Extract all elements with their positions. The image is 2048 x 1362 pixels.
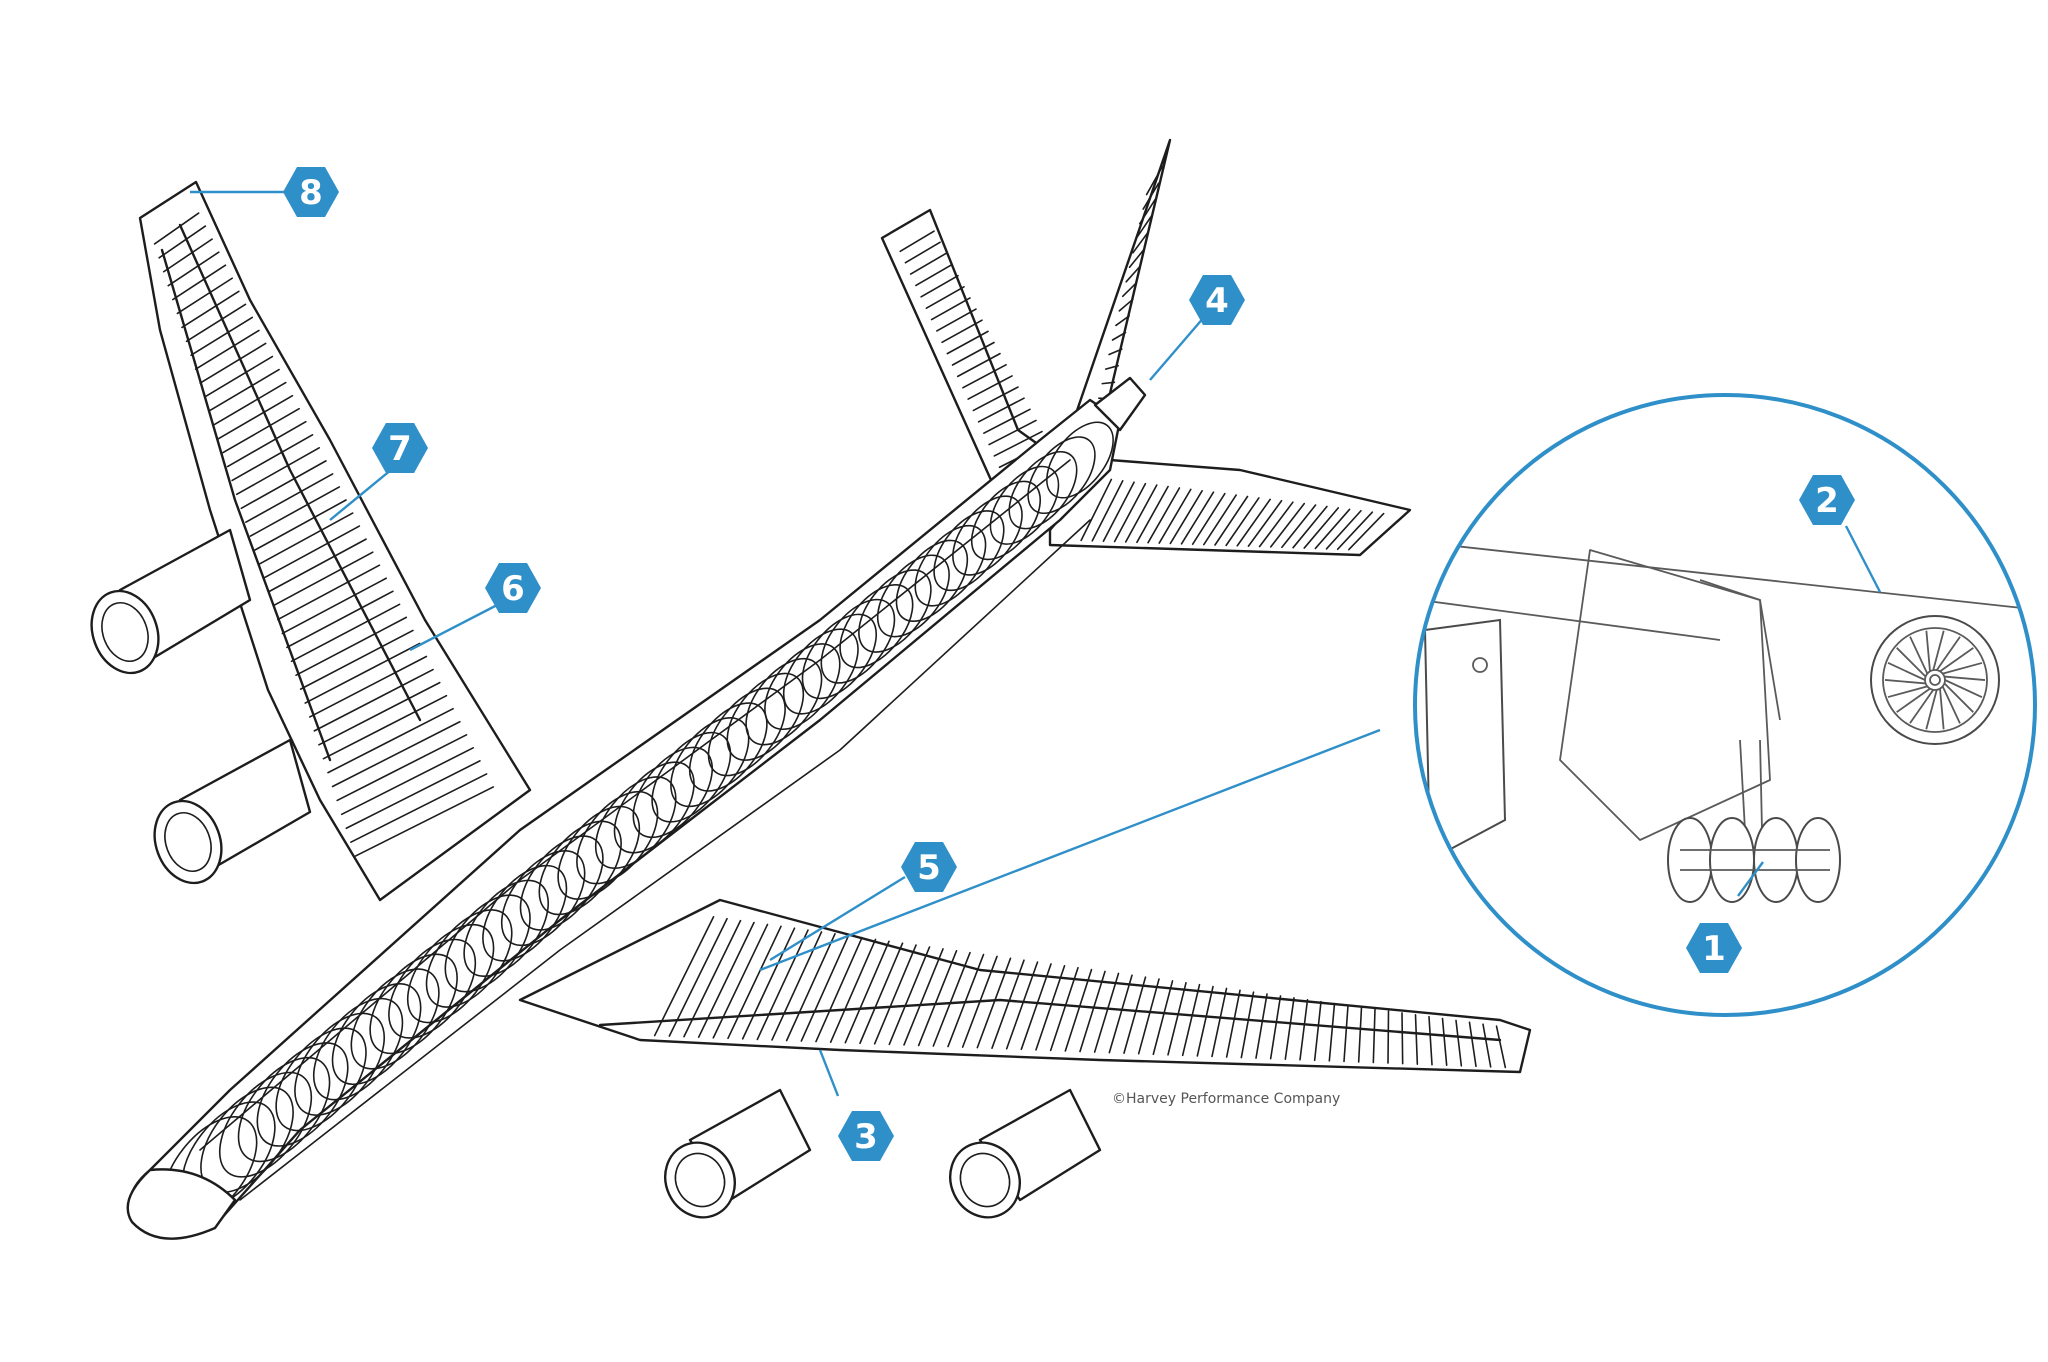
- callout-badge-4: 4: [1189, 275, 1245, 325]
- callout-badge-6: 6: [485, 563, 541, 613]
- callout-number: 8: [299, 173, 323, 213]
- callout-number: 6: [501, 569, 525, 609]
- engine-upper-inboard: [153, 738, 312, 885]
- copyright-notice: ©Harvey Performance Company: [1112, 1091, 1340, 1107]
- callout-badge-7: 7: [372, 423, 428, 473]
- fuselage: [126, 376, 1147, 1240]
- engine-upper-outboard: [90, 528, 252, 675]
- callout-badge-1: 1: [1686, 923, 1742, 973]
- inset-pointer-line: [759, 728, 1381, 972]
- upper-wing: [138, 180, 532, 902]
- callout-badge-5: 5: [901, 842, 957, 892]
- callout-badge-3: 3: [838, 1111, 894, 1161]
- callout-leaders: [190, 190, 1882, 1097]
- callout-number: 2: [1815, 481, 1839, 521]
- engine-lower-outboard: [949, 1088, 1102, 1219]
- landing-gear-inset: [1413, 393, 2037, 1017]
- callout-number: 3: [854, 1117, 878, 1157]
- horizontal-stabilizer: [1048, 458, 1412, 557]
- callout-number: 5: [917, 848, 941, 888]
- callout-number: 1: [1702, 929, 1726, 969]
- main-gear-wheels: [1667, 817, 1841, 903]
- lower-wing: [518, 898, 1532, 1074]
- callout-badge-8: 8: [283, 167, 339, 217]
- callout-number: 4: [1205, 281, 1229, 321]
- engine-lower-inboard: [664, 1088, 812, 1219]
- callout-number: 7: [388, 429, 412, 469]
- engine-fan-detail: [1870, 615, 2000, 745]
- callout-badge-2: 2: [1799, 475, 1855, 525]
